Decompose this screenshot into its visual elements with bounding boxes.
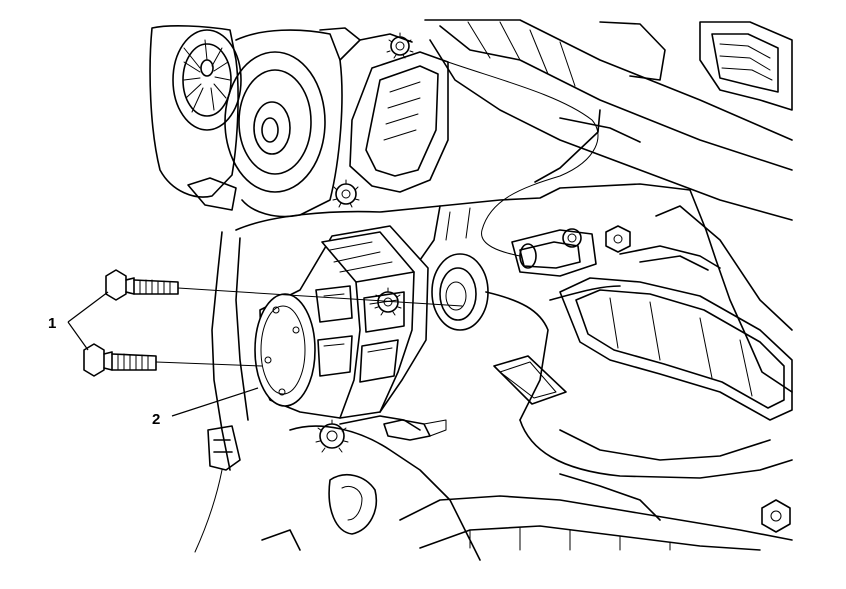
bolt-alignment-line-upper xyxy=(177,287,463,307)
mode-actuator xyxy=(254,225,447,453)
leader-line-1a xyxy=(67,291,109,323)
leader-line-2 xyxy=(171,387,259,417)
actuator-motor-housing xyxy=(254,293,316,407)
gear-upper xyxy=(386,32,414,59)
actuator-gear-bottom xyxy=(315,419,349,453)
leader-line-1b xyxy=(67,321,89,351)
motor-hub xyxy=(224,51,326,193)
lower-nut xyxy=(761,499,791,533)
wire-harness xyxy=(447,61,599,257)
upper-actuator xyxy=(332,32,449,208)
hex-nut xyxy=(605,225,631,253)
rect-slot xyxy=(493,355,567,405)
callout-2: 2 xyxy=(152,387,259,428)
gear-connector xyxy=(562,228,582,248)
gear-left xyxy=(332,179,360,208)
hvac-case-main xyxy=(211,183,793,479)
lower-housing xyxy=(194,425,793,561)
connector-assembly xyxy=(511,225,631,277)
round-port xyxy=(431,253,489,331)
blower-housing xyxy=(149,25,413,218)
diagonal-strut xyxy=(559,245,793,421)
hvac-case-upper-right xyxy=(424,19,793,221)
fan-wheel xyxy=(172,29,242,131)
callout-1: 1 xyxy=(48,291,109,351)
bolt-lower xyxy=(83,343,157,377)
callout-1-label: 1 xyxy=(48,315,56,332)
bolt-upper xyxy=(105,269,179,301)
callout-2-label: 2 xyxy=(152,411,160,428)
bolt-alignment-line-lower xyxy=(155,361,263,367)
